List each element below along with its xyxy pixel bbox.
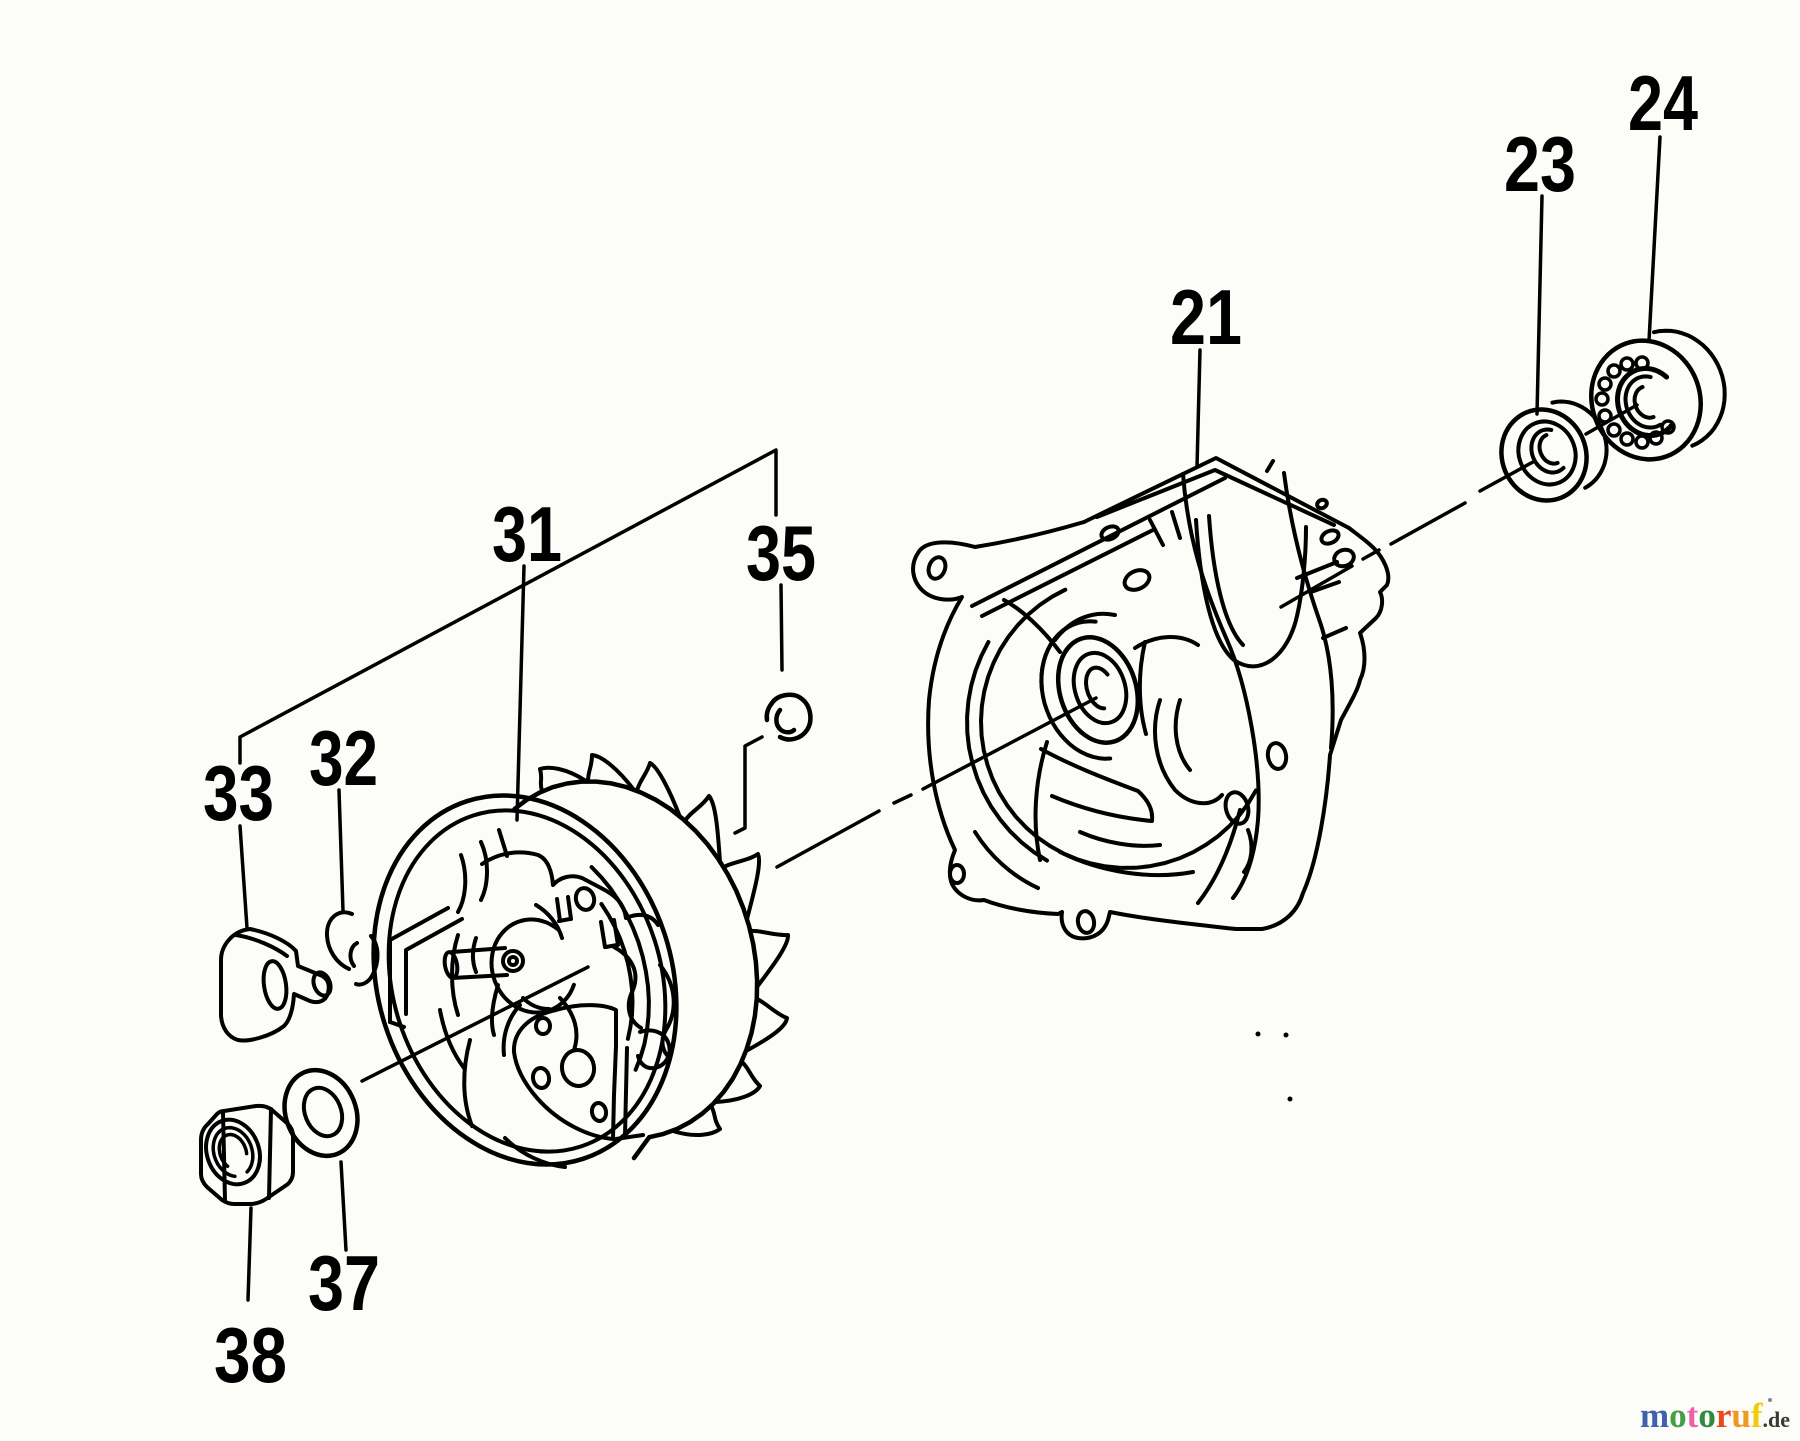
svg-text:21: 21 (1170, 273, 1242, 361)
svg-text:37: 37 (308, 1239, 380, 1327)
svg-text:35: 35 (746, 509, 816, 597)
svg-text:23: 23 (1504, 120, 1576, 208)
svg-text:31: 31 (492, 490, 562, 578)
svg-text:motoruf.de: motoruf.de (1640, 1396, 1790, 1435)
svg-text:32: 32 (309, 714, 378, 802)
svg-text:24: 24 (1628, 59, 1698, 147)
svg-text:38: 38 (214, 1311, 287, 1399)
